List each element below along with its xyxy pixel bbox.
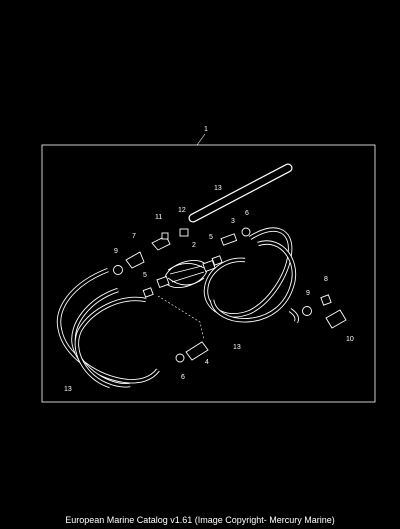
- right-coiled-hose: [203, 227, 299, 323]
- callout-13a: 13: [214, 185, 222, 192]
- callout-4: 4: [205, 359, 209, 366]
- callout-12: 12: [178, 207, 186, 214]
- assembly-frame: [41, 144, 376, 403]
- callout-2: 2: [192, 242, 196, 249]
- left-coiled-hose: [56, 267, 160, 389]
- callout-13b: 13: [233, 344, 241, 351]
- primer-bulb: [156, 259, 216, 289]
- callout-9a: 9: [114, 248, 118, 255]
- callout-9b: 9: [306, 290, 310, 297]
- callout-5a: 5: [143, 272, 147, 279]
- copyright-caption: European Marine Catalog v1.61 (Image Cop…: [65, 515, 335, 525]
- callout-5b: 5: [209, 234, 213, 241]
- dashed-guide: [157, 295, 205, 341]
- callout-11: 11: [155, 214, 162, 221]
- callout-7: 7: [132, 233, 136, 240]
- straight-hose: [188, 163, 293, 223]
- callout-8: 8: [324, 276, 328, 283]
- callout-10: 10: [346, 336, 354, 343]
- callout-1: 1: [204, 126, 208, 133]
- fittings: [113, 227, 347, 363]
- leader-line-1: [196, 133, 206, 146]
- callout-6b: 6: [181, 374, 185, 381]
- callout-3: 3: [231, 218, 235, 225]
- callout-13c: 13: [64, 386, 72, 393]
- callout-6a: 6: [245, 210, 249, 217]
